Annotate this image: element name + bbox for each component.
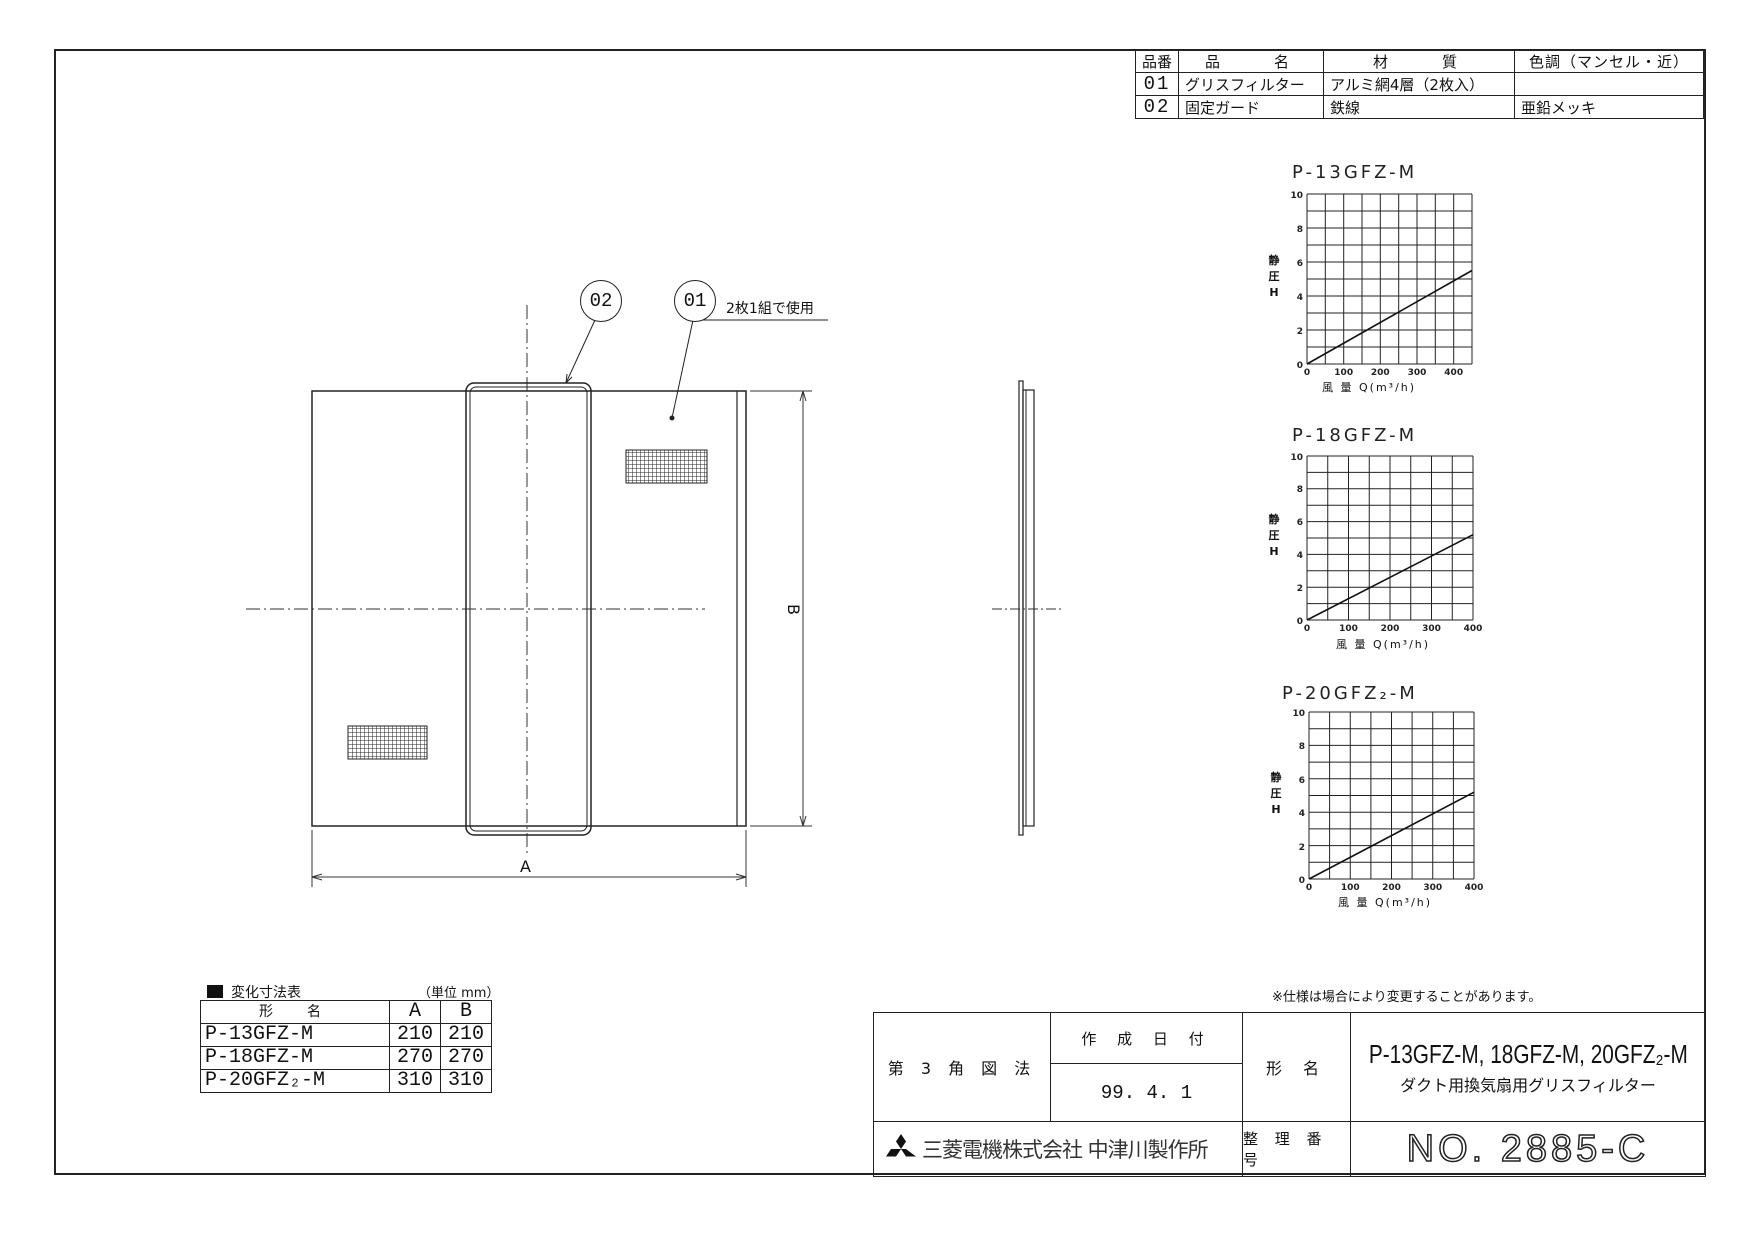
projection-method: 第 3 角 図 法	[873, 1012, 1051, 1122]
number-label: 整 理 番 号	[1242, 1121, 1351, 1177]
dims-a: 210	[389, 1023, 441, 1047]
parts-table-header: 品番 品 名 材 質 色調（マンセル・近）	[1134, 49, 1705, 73]
svg-text:8: 8	[1297, 225, 1303, 235]
svg-text:0: 0	[1304, 624, 1310, 634]
svg-text:200: 200	[1381, 624, 1400, 634]
svg-text:200: 200	[1371, 368, 1390, 378]
dims-b: 270	[440, 1046, 492, 1070]
model-label: 形 名	[1242, 1012, 1351, 1122]
dimension-b-label: B	[783, 604, 803, 615]
svg-text:0: 0	[1297, 617, 1303, 627]
dims-a: 310	[389, 1069, 441, 1093]
chart-3-title: P-20GFZ₂-M	[1282, 683, 1418, 704]
svg-text:10: 10	[1290, 191, 1303, 201]
header-b: B	[440, 1000, 492, 1024]
svg-text:400: 400	[1464, 624, 1483, 634]
model-value: P-13GFZ-M, 18GFZ-M, 20GFZ₂-M	[1368, 1038, 1688, 1069]
svg-text:300: 300	[1423, 883, 1442, 893]
part-color: 亜鉛メッキ	[1514, 95, 1705, 119]
chart-3-plot: 10 8 6 4 2 0 0 100 200 300 400	[1292, 709, 1484, 893]
dims-a: 270	[389, 1046, 441, 1070]
chart-2-plot: 10 8 6 4 2 0 0 100 200 300 400	[1290, 453, 1483, 634]
svg-text:2: 2	[1297, 584, 1303, 594]
table-marker-icon	[207, 985, 223, 998]
svg-text:2: 2	[1299, 843, 1305, 853]
dims-model: P-13GFZ-M	[200, 1023, 390, 1047]
chart-3-xlabel: 風 量 Q(m³/h)	[1338, 896, 1433, 909]
parts-table: 品番 品 名 材 質 色調（マンセル・近） 01 グリスフィルター アルミ網4層…	[1134, 49, 1705, 119]
callout-01: 01	[674, 280, 716, 322]
svg-text:200: 200	[1382, 883, 1401, 893]
dims-table-unit: （単位 mm）	[418, 986, 500, 1001]
svg-text:6: 6	[1297, 259, 1303, 269]
svg-text:300: 300	[1422, 624, 1441, 634]
chart-1-title: P-13GFZ-M	[1292, 162, 1418, 183]
part-color	[1514, 72, 1705, 96]
svg-text:100: 100	[1339, 624, 1358, 634]
header-part-name: 品 名	[1178, 49, 1325, 73]
callout-01-note: 2枚1組で使用	[726, 301, 814, 317]
svg-text:400: 400	[1444, 368, 1463, 378]
chart-1-plot: 10 8 6 4 2 0 0 100 200 300 400	[1290, 191, 1473, 378]
dims-b: 310	[440, 1069, 492, 1093]
svg-text:4: 4	[1297, 293, 1303, 303]
drawing-frame	[54, 49, 1706, 1175]
product-description: ダクト用換気扇用グリスフィルター	[1400, 1075, 1656, 1095]
svg-text:4: 4	[1299, 809, 1305, 819]
part-name: 固定ガード	[1178, 95, 1325, 119]
company-name: 三菱電機株式会社 中津川製作所	[922, 1138, 1209, 1162]
callout-02: 02	[580, 280, 622, 322]
part-no: 02	[1134, 95, 1180, 119]
svg-text:100: 100	[1341, 883, 1360, 893]
svg-text:6: 6	[1299, 776, 1305, 786]
dims-table: 形 名 A B P-13GFZ-M 210 210 P-18GFZ-M 270 …	[200, 1000, 492, 1093]
svg-text:4: 4	[1297, 551, 1303, 561]
svg-text:2: 2	[1297, 327, 1303, 337]
svg-text:400: 400	[1465, 883, 1484, 893]
company-block: 三菱電機株式会社 中津川製作所	[873, 1121, 1243, 1177]
svg-text:0: 0	[1304, 368, 1310, 378]
table-row: P-20GFZ₂-M 310 310	[200, 1069, 492, 1093]
svg-text:300: 300	[1408, 368, 1427, 378]
table-row: 02 固定ガード 鉄線 亜鉛メッキ	[1134, 95, 1705, 119]
svg-text:6: 6	[1297, 518, 1303, 528]
svg-text:10: 10	[1290, 453, 1303, 463]
svg-text:0: 0	[1297, 361, 1303, 371]
drawing-number: NO. 2885-C	[1350, 1121, 1706, 1177]
date-value: 99. 4. 1	[1050, 1063, 1243, 1122]
dims-model: P-20GFZ₂-M	[200, 1069, 390, 1093]
table-row: 01 グリスフィルター アルミ網4層（2枚入）	[1134, 72, 1705, 96]
mitsubishi-logo-icon	[886, 1134, 916, 1157]
date-label: 作 成 日 付	[1050, 1012, 1243, 1064]
table-row: P-13GFZ-M 210 210	[200, 1023, 492, 1047]
table-row: P-18GFZ-M 270 270	[200, 1046, 492, 1070]
chart-1-xlabel: 風 量 Q(m³/h)	[1322, 381, 1417, 394]
svg-text:8: 8	[1297, 485, 1303, 495]
svg-text:10: 10	[1292, 709, 1305, 719]
header-a: A	[389, 1000, 441, 1024]
model-block: P-13GFZ-M, 18GFZ-M, 20GFZ₂-M ダクト用換気扇用グリス…	[1350, 1012, 1706, 1122]
header-model: 形 名	[200, 1000, 390, 1024]
spec-change-note: ※仕様は場合により変更することがあります。	[1272, 990, 1542, 1005]
chart-2-xlabel: 風 量 Q(m³/h)	[1336, 638, 1431, 651]
svg-text:0: 0	[1299, 876, 1305, 886]
dims-b: 210	[440, 1023, 492, 1047]
svg-text:100: 100	[1334, 368, 1353, 378]
dimension-a-label: A	[520, 857, 531, 876]
svg-text:8: 8	[1299, 742, 1305, 752]
chart-2-title: P-18GFZ-M	[1292, 425, 1418, 446]
dims-model: P-18GFZ-M	[200, 1046, 390, 1070]
svg-text:0: 0	[1306, 883, 1312, 893]
dims-table-title: 変化寸法表	[207, 982, 301, 1002]
dims-table-header: 形 名 A B	[200, 1000, 492, 1024]
dims-table-title-text: 変化寸法表	[231, 985, 301, 1001]
